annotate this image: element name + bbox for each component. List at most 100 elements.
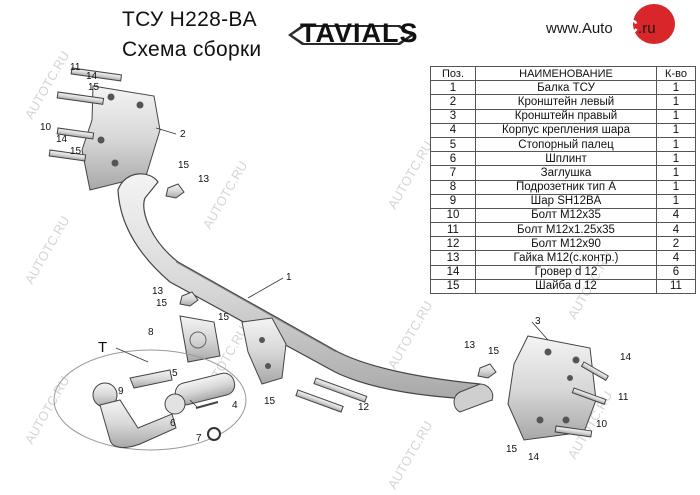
callout-5: 5 xyxy=(172,368,178,379)
cell-name: Шплинт xyxy=(475,151,657,167)
callout-15a: 15 xyxy=(88,82,100,93)
site-url-mark: TC xyxy=(612,17,639,38)
cell-qty: 2 xyxy=(656,236,696,252)
col-header-qty: К-во xyxy=(656,65,696,82)
tow-ball xyxy=(53,349,247,451)
callout-14a: 14 xyxy=(86,71,98,82)
left-bracket xyxy=(81,85,161,191)
site-logo-mark xyxy=(633,4,675,44)
stop-pin xyxy=(129,369,173,389)
col-header-pos: Поз. xyxy=(430,65,476,82)
cell-pos: 15 xyxy=(430,278,476,295)
cell-name: Гровер d 12 xyxy=(475,264,657,280)
cell-pos: 12 xyxy=(430,236,476,252)
table-header-row: Поз. НАИМЕНОВАНИЕ К-во xyxy=(430,65,696,82)
cell-qty: 4 xyxy=(656,207,696,224)
cell-name: Заглушка xyxy=(475,165,657,181)
main-beam xyxy=(117,173,494,413)
callout-15h: 15 xyxy=(506,444,518,455)
cell-name: Балка ТСУ xyxy=(475,80,657,96)
cell-qty: 1 xyxy=(656,122,696,138)
callout-3: 3 xyxy=(535,316,541,327)
callout-7: 7 xyxy=(196,433,202,444)
cell-name: Корпус крепления шара xyxy=(475,122,657,138)
callout-15f: 15 xyxy=(264,396,276,407)
callout-6: 6 xyxy=(170,418,176,429)
cell-qty: 1 xyxy=(656,179,696,195)
callout-14b: 14 xyxy=(56,134,68,145)
callout-13c: 13 xyxy=(464,340,476,351)
callout-group-t: T xyxy=(98,339,107,356)
callouts: 1 2 3 4 5 6 7 8 9 10 10 11 11 12 13 13 1… xyxy=(40,62,632,463)
cell-pos: 8 xyxy=(430,179,476,195)
site-url: www.AutoTC.ru xyxy=(546,17,656,39)
callout-15g: 15 xyxy=(488,346,500,357)
callout-8: 8 xyxy=(148,327,154,338)
cell-qty: 1 xyxy=(656,136,696,153)
cell-qty: 4 xyxy=(656,222,696,238)
callout-13b: 13 xyxy=(152,286,164,297)
callout-2: 2 xyxy=(180,129,186,140)
cell-name: Шар SH12BA xyxy=(475,193,657,209)
cell-pos: 10 xyxy=(430,207,476,224)
cell-name: Кронштейн правый xyxy=(475,108,657,124)
cotter-pin xyxy=(195,401,219,409)
cell-pos: 7 xyxy=(430,165,476,181)
beam-plate xyxy=(241,317,287,385)
cell-name: Стопорный палец xyxy=(475,136,657,153)
title-line-1: ТСУ H228-BA xyxy=(122,8,257,31)
callout-13a: 13 xyxy=(198,174,210,185)
cell-name: Болт М12х90 xyxy=(475,236,657,252)
cell-qty: 11 xyxy=(656,278,696,295)
right-bracket xyxy=(507,335,597,441)
cell-name: Шайба d 12 xyxy=(475,278,657,295)
title-line-2: Схема сборки xyxy=(122,38,262,61)
site-url-prefix: www.Auto xyxy=(546,20,613,37)
fasteners xyxy=(48,67,609,438)
callout-15b: 15 xyxy=(70,146,82,157)
callout-15d: 15 xyxy=(156,298,168,309)
socket-plate xyxy=(179,315,221,363)
callout-14c: 14 xyxy=(620,352,632,363)
callout-11b: 11 xyxy=(618,392,629,403)
col-header-name: НАИМЕНОВАНИЕ xyxy=(475,65,657,82)
ball-housing xyxy=(164,372,236,415)
callout-10b: 10 xyxy=(596,419,608,430)
callout-9: 9 xyxy=(118,386,124,397)
cell-name: Болт М12х35 xyxy=(475,207,657,224)
callout-4: 4 xyxy=(232,400,238,411)
cell-pos: 11 xyxy=(430,222,476,238)
callout-14d: 14 xyxy=(528,452,540,463)
callout-15c: 15 xyxy=(178,160,190,171)
callout-1: 1 xyxy=(286,272,292,283)
cell-pos: 6 xyxy=(430,151,476,167)
cell-qty: 1 xyxy=(656,165,696,181)
callout-11a: 11 xyxy=(70,62,81,73)
logo-text: TAVIALS xyxy=(300,18,419,48)
callout-12: 12 xyxy=(358,402,370,413)
tavials-logo xyxy=(288,25,414,45)
cell-name: Болт М12х1.25х35 xyxy=(475,222,657,238)
plug-cap xyxy=(207,427,221,441)
cell-qty: 1 xyxy=(656,151,696,167)
cell-qty: 1 xyxy=(656,193,696,209)
callout-10a: 10 xyxy=(40,122,52,133)
site-url-suffix: .ru xyxy=(638,20,656,37)
leader-lines xyxy=(115,127,549,409)
cell-name: Подрозетник тип А xyxy=(475,179,657,195)
